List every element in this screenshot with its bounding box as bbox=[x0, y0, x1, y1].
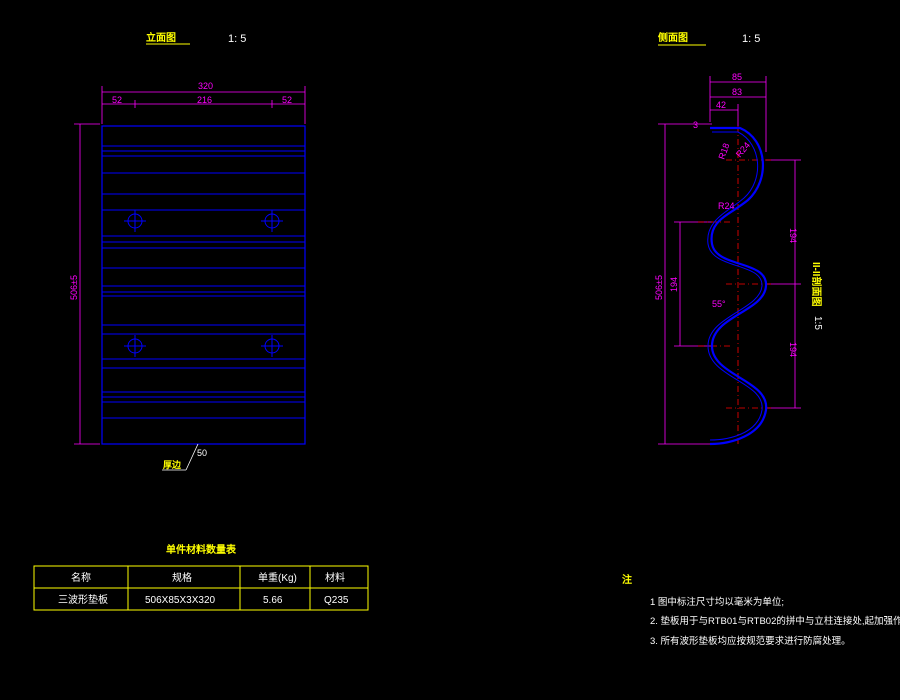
note-item-2: 2. 垫板用于与RTB01与RTB02的拼中与立柱连接处,起加强作用 bbox=[650, 615, 900, 627]
side-dim-506: 506±5 bbox=[654, 275, 664, 300]
three-wave-profile bbox=[709, 126, 768, 446]
notes-block: 注 1 图中标注尺寸均以毫米为单位; 2. 垫板用于与RTB01与RTB02的拼… bbox=[622, 573, 900, 647]
table-cell-name: 三波形垫板 bbox=[58, 593, 108, 606]
side-dim-3: 3 bbox=[693, 120, 698, 130]
table-header-weight: 单重(Kg) bbox=[258, 571, 297, 584]
bolt-hole-top-left bbox=[124, 210, 146, 232]
side-top-dimensions bbox=[709, 76, 767, 152]
side-view-scale: 1: 5 bbox=[742, 33, 760, 45]
front-dim-mid: 216 bbox=[197, 95, 212, 105]
table-header-name: 名称 bbox=[71, 571, 91, 584]
side-left-dimensions bbox=[658, 123, 712, 445]
side-dim-42: 42 bbox=[716, 100, 726, 110]
note-item-3: 3. 所有波形垫板均应按规范要求进行防腐处理。 bbox=[650, 635, 851, 647]
front-dim-height: 506±5 bbox=[69, 275, 79, 300]
side-dim-194-right-lower: 194 bbox=[788, 342, 798, 357]
angle-label: 55° bbox=[712, 299, 726, 309]
notes-heading: 注 bbox=[622, 573, 632, 586]
side-dim-194-left: 194 bbox=[669, 277, 679, 292]
section-scale: 1:5 bbox=[812, 316, 823, 330]
front-view: 立面图 1: 5 320 52 216 52 506±5 bbox=[69, 31, 306, 471]
front-dim-total: 320 bbox=[198, 81, 213, 91]
table-header-spec: 规格 bbox=[172, 571, 192, 584]
front-dim-left: 52 bbox=[112, 95, 122, 105]
table-cell-weight: 5.66 bbox=[263, 595, 283, 606]
front-view-title: 立面图 bbox=[146, 31, 176, 44]
bolt-hole-top-right bbox=[261, 210, 283, 232]
table-header-material: 材料 bbox=[325, 571, 345, 584]
material-table: 单件材料数量表 名称 规格 单重(Kg) 材料 三波形垫板 506X85X3X3… bbox=[33, 543, 369, 611]
front-top-dimensions bbox=[101, 86, 306, 124]
bolt-hole-bottom-right bbox=[261, 335, 283, 357]
front-view-scale: 1: 5 bbox=[228, 33, 246, 45]
side-right-dimensions bbox=[766, 159, 801, 409]
table-cell-spec: 506X85X3X320 bbox=[145, 595, 216, 606]
note-item-1: 1 图中标注尺寸均以毫米为单位; bbox=[650, 596, 784, 608]
three-wave-profile-inner bbox=[707, 131, 763, 441]
edge-leader bbox=[162, 443, 199, 471]
side-dim-85: 85 bbox=[732, 72, 742, 82]
table-grid bbox=[33, 565, 369, 611]
side-view: 侧面图 1: 5 85 83 42 3 506±5 194 bbox=[654, 31, 823, 446]
leader-value: 50 bbox=[197, 448, 207, 458]
panel-outline bbox=[101, 125, 306, 445]
front-dim-right: 52 bbox=[282, 95, 292, 105]
side-dim-194-right-upper: 194 bbox=[788, 228, 798, 243]
side-view-title: 侧面图 bbox=[658, 31, 688, 44]
radius-r18: R18 bbox=[716, 142, 731, 161]
radius-r24-mid: R24 bbox=[718, 201, 735, 211]
section-title: II-II剖面图 bbox=[810, 262, 823, 306]
leader-label: 厚边 bbox=[163, 459, 182, 470]
bolt-hole-bottom-left bbox=[124, 335, 146, 357]
table-title: 单件材料数量表 bbox=[166, 543, 237, 556]
table-cell-material: Q235 bbox=[324, 595, 349, 606]
side-dim-83: 83 bbox=[732, 87, 742, 97]
panel-wave-lines bbox=[102, 145, 305, 419]
radius-r24-top: R24 bbox=[734, 140, 752, 159]
front-height-dimension bbox=[74, 123, 100, 445]
